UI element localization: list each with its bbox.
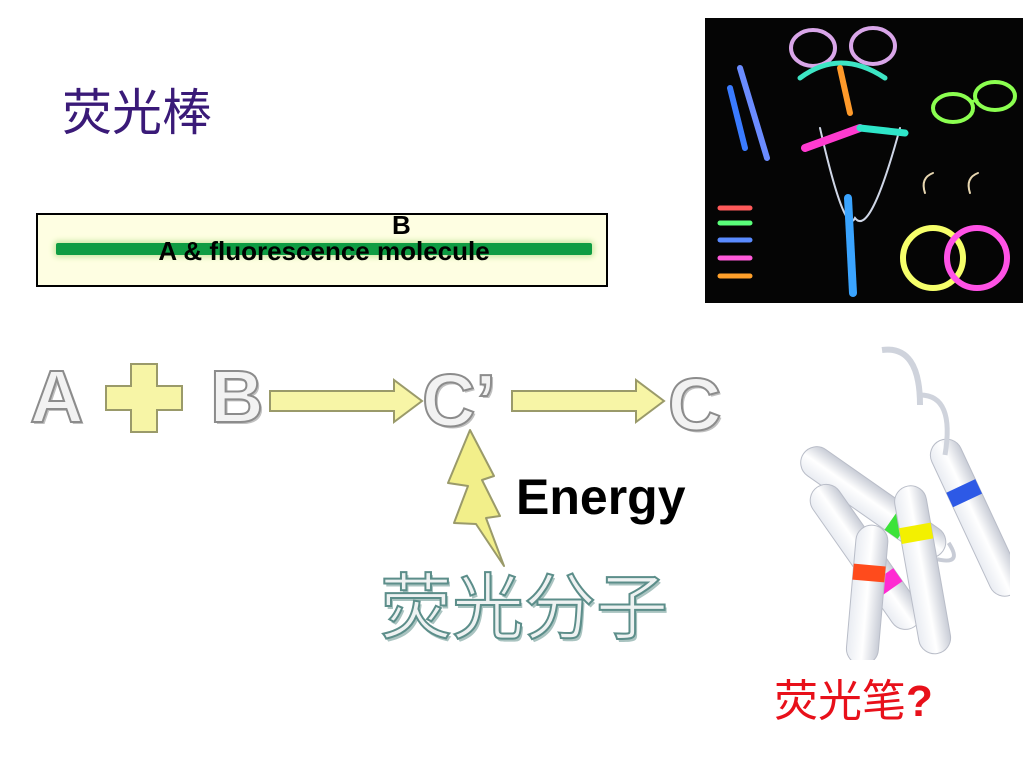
- intermediate-c-prime: C’: [421, 359, 497, 442]
- question-mark: ?: [906, 677, 933, 726]
- highlighter-caption-text: 荧光笔: [774, 676, 906, 727]
- inner-tube-bar: [56, 243, 592, 255]
- slide-title: 荧光棒: [62, 84, 212, 142]
- highlighter-caption: 荧光笔?: [774, 680, 933, 724]
- reactant-a: A: [29, 355, 84, 438]
- highlighter-pens-photo: [800, 346, 1010, 660]
- reaction-arrow-2: [511, 378, 666, 424]
- plus-icon: [105, 363, 183, 433]
- product-c: C: [667, 363, 722, 446]
- fluorescence-molecule-label: 荧光分子: [379, 566, 669, 650]
- reactant-b: B: [209, 355, 264, 438]
- reaction-arrow-1: [269, 378, 424, 424]
- inner-tube-label-b: B: [392, 210, 411, 240]
- glow-sticks-photo: [705, 18, 1023, 303]
- tube-content-label: A & fluorescence molecule: [158, 236, 490, 266]
- lightning-bolt-icon: [447, 429, 505, 567]
- energy-label: Energy: [516, 469, 686, 525]
